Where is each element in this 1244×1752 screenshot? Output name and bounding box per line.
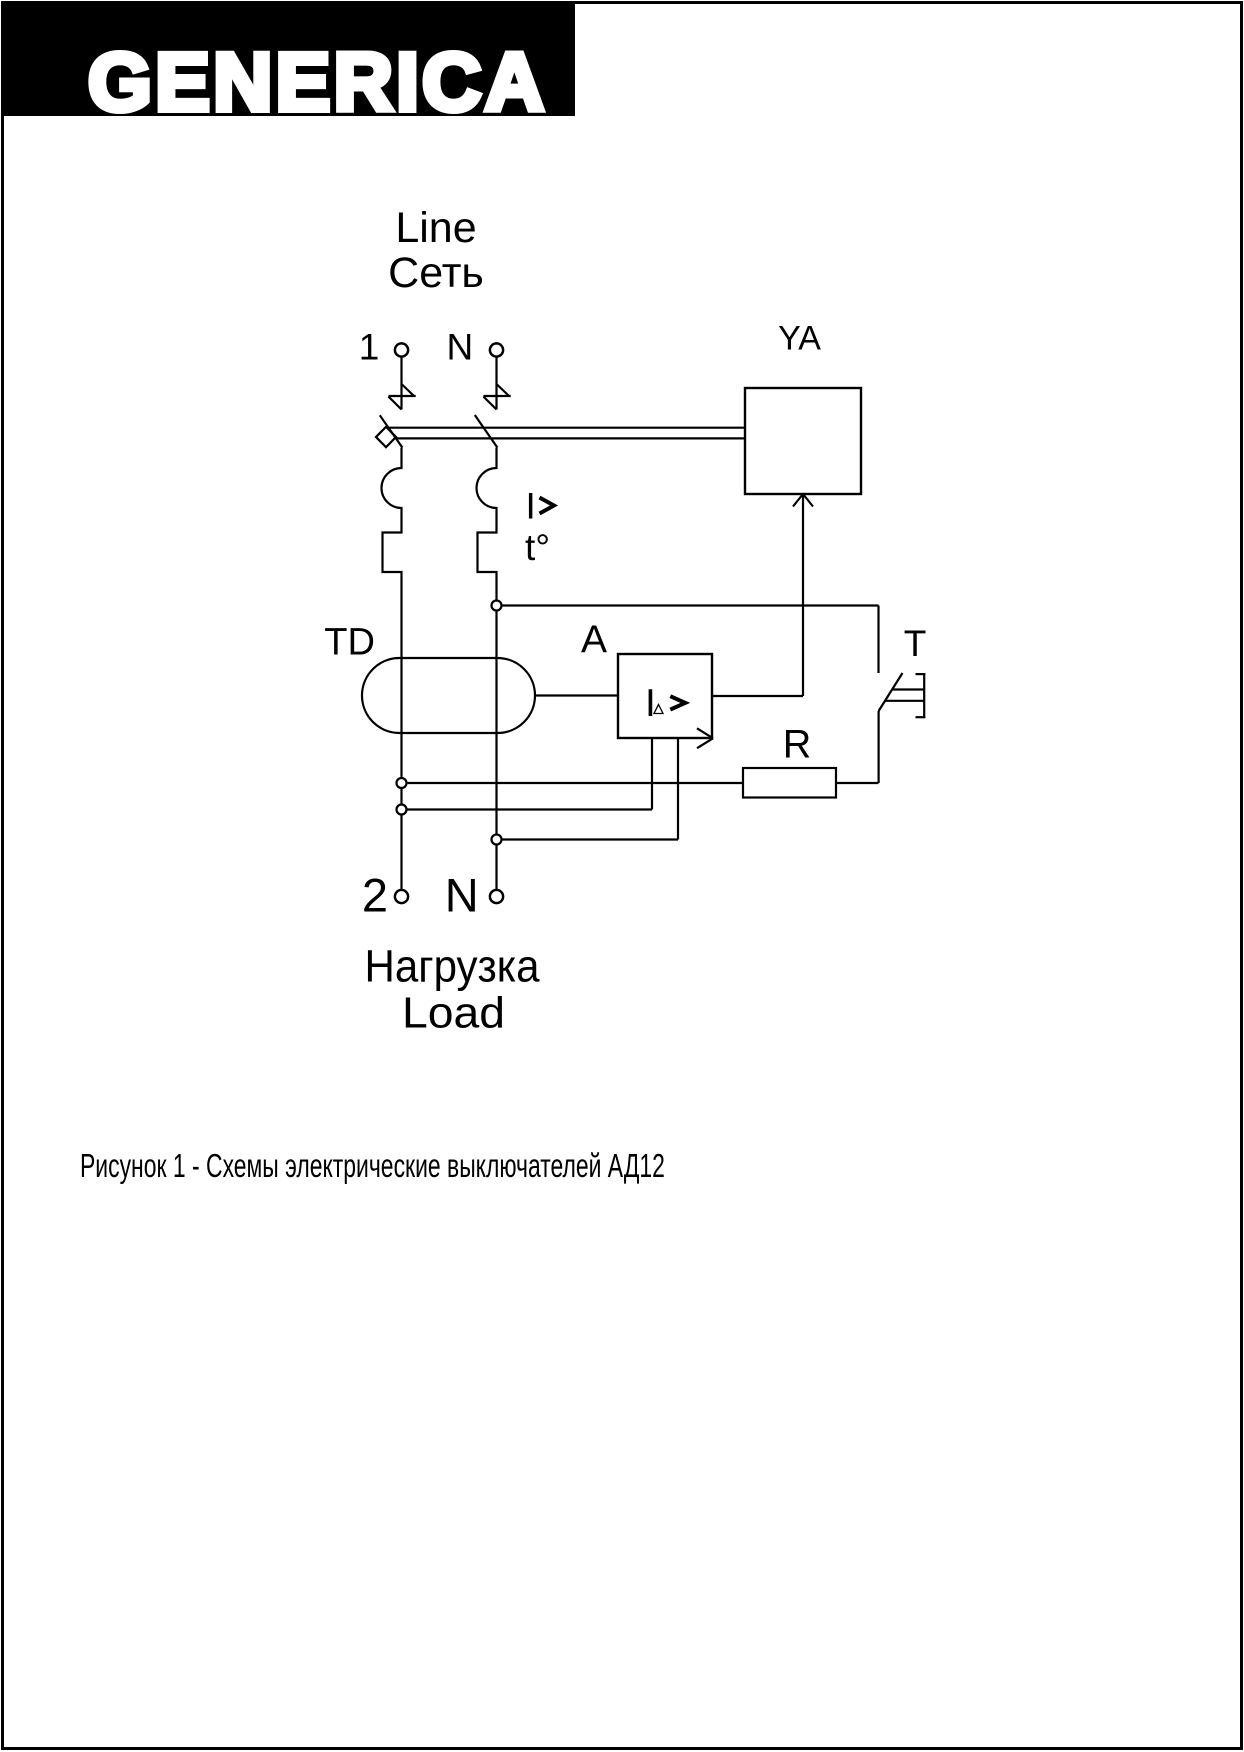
svg-text:1: 1 xyxy=(359,327,380,368)
svg-text:A: A xyxy=(581,618,607,661)
svg-text:I: I xyxy=(645,682,656,725)
svg-text:Сеть: Сеть xyxy=(388,249,484,297)
svg-text:YA: YA xyxy=(778,319,821,357)
svg-text:Load: Load xyxy=(402,989,505,1038)
svg-text:N: N xyxy=(445,869,479,922)
svg-text:T: T xyxy=(904,623,927,664)
svg-text:2: 2 xyxy=(362,869,388,922)
svg-text:t°: t° xyxy=(525,527,550,568)
svg-text:I: I xyxy=(526,486,536,527)
svg-text:GENERICA: GENERICA xyxy=(88,37,547,128)
svg-text:R: R xyxy=(783,723,812,767)
svg-text:N: N xyxy=(447,327,474,368)
svg-text:TD: TD xyxy=(324,621,375,663)
svg-text:Нагрузка: Нагрузка xyxy=(365,941,541,992)
svg-text:Line: Line xyxy=(395,204,476,252)
